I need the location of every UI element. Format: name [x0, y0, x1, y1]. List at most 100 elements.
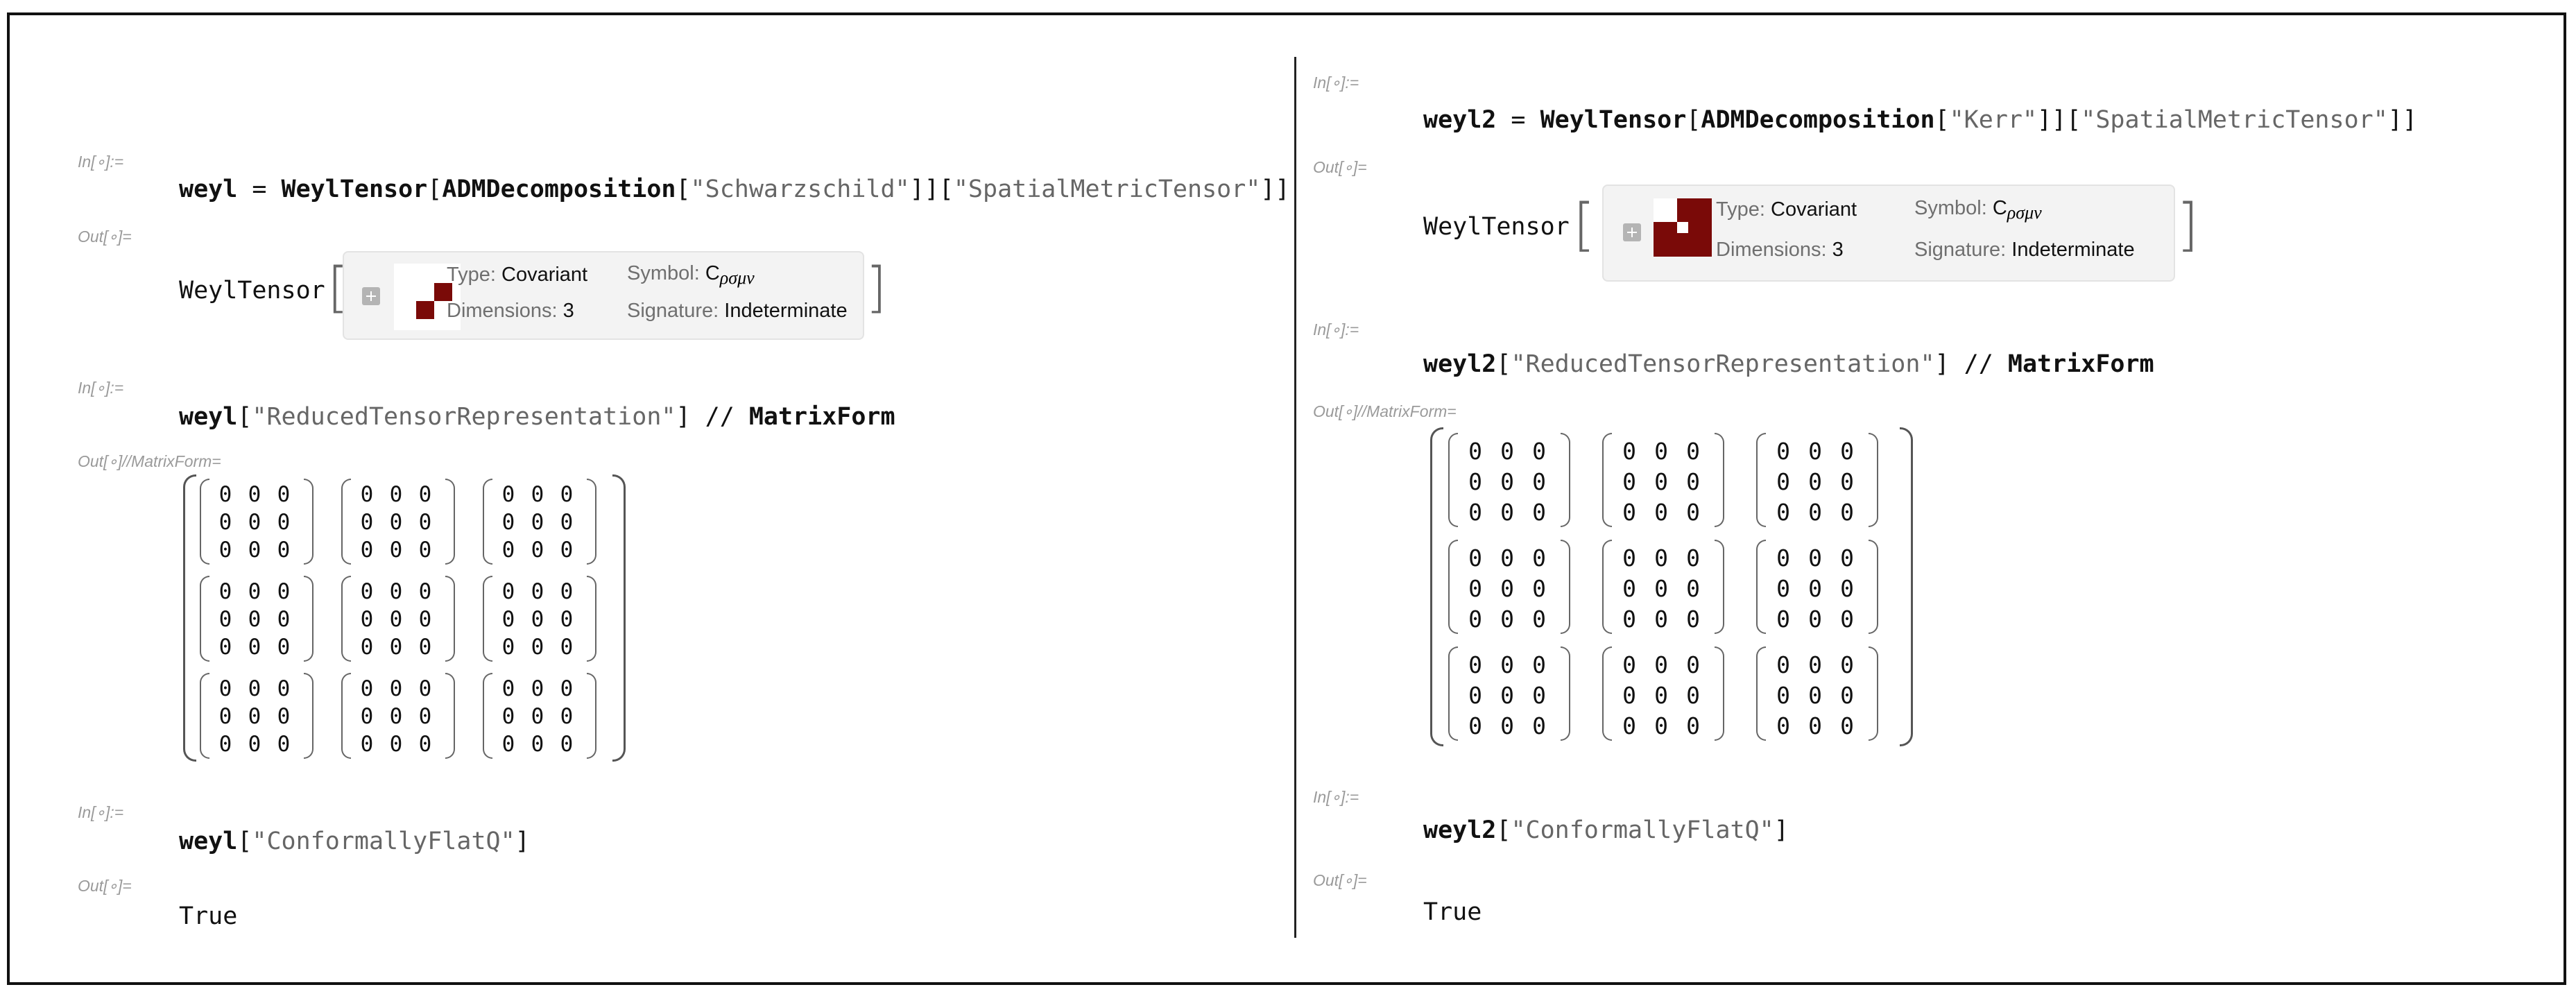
- signature-field: Signature: Indeterminate: [627, 300, 848, 322]
- output-true: True: [179, 902, 238, 930]
- matrix-cell: 0: [1468, 438, 1482, 465]
- matrix-cell: 0: [1500, 438, 1514, 465]
- matrix-cell: 0: [531, 635, 544, 660]
- matrix-cell: 0: [1622, 712, 1636, 739]
- outer-paren-right: [612, 474, 626, 762]
- matrix-cell: 0: [1808, 682, 1822, 709]
- matrix-cell: 0: [501, 510, 515, 535]
- matrix-cell: 0: [560, 732, 574, 757]
- matrix-cell: 0: [1686, 682, 1700, 709]
- matrix-cell: 0: [1840, 499, 1854, 526]
- matrix-cell: 0: [1622, 499, 1636, 526]
- close-bracket: ]: [2176, 192, 2199, 258]
- paren-right: [1715, 540, 1724, 634]
- matrix-cell: 0: [360, 732, 374, 757]
- matrix-cell: 0: [277, 579, 291, 604]
- matrix-cell: 0: [1776, 575, 1790, 602]
- tensor-summary-box[interactable]: Type: Covariant Dimensions: 3 Symbol: Cρ…: [1602, 185, 2175, 282]
- matrix-cell: 0: [389, 607, 403, 632]
- matrix-cell: 0: [1468, 499, 1482, 526]
- notebook-frame: [7, 12, 2566, 985]
- paren-right: [587, 576, 596, 662]
- matrix-cell: 0: [501, 607, 515, 632]
- in-label: In[∘]:=: [1313, 788, 1359, 806]
- matrix-cell: 0: [360, 510, 374, 535]
- matrix-cell: 0: [1776, 682, 1790, 709]
- matrix-cell: 0: [1532, 651, 1546, 678]
- matrix-cell: 0: [1468, 682, 1482, 709]
- matrix-cell: 0: [1654, 499, 1668, 526]
- matrix-cell: 0: [389, 676, 403, 701]
- matrix-cell: 0: [1654, 545, 1668, 572]
- input-cell-conformally-flat[interactable]: weyl2["ConformallyFlatQ"]: [1423, 816, 1789, 844]
- input-cell-conformally-flat[interactable]: weyl["ConformallyFlatQ"]: [179, 828, 530, 855]
- paren-right: [304, 673, 314, 759]
- input-cell-weyl-def[interactable]: weyl = WeylTensor[ADMDecomposition["Schw…: [179, 175, 1290, 203]
- paren-right: [1561, 540, 1570, 634]
- paren-left: [1448, 433, 1458, 527]
- matrix-cell: 0: [360, 704, 374, 729]
- matrix-cell: 0: [1654, 651, 1668, 678]
- matrix-cell: 0: [218, 676, 232, 701]
- matrix-cell: 0: [418, 732, 432, 757]
- matrix-cell: 0: [501, 676, 515, 701]
- input-cell-reduced-rep[interactable]: weyl["ReducedTensorRepresentation"] // M…: [179, 403, 895, 431]
- matrix-cell: 0: [418, 510, 432, 535]
- paren-left: [1448, 540, 1458, 634]
- paren-right: [445, 576, 455, 662]
- matrix-cell: 0: [418, 482, 432, 507]
- matrix-cell: 0: [389, 732, 403, 757]
- matrix-cell: 0: [218, 635, 232, 660]
- matrix-cell: 0: [418, 538, 432, 563]
- matrix-cell: 0: [218, 510, 232, 535]
- matrix-cell: 0: [1808, 651, 1822, 678]
- matrix-cell: 0: [1468, 545, 1482, 572]
- matrix-cell: 0: [218, 732, 232, 757]
- matrix-cell: 0: [560, 482, 574, 507]
- paren-right: [1561, 646, 1570, 741]
- paren-left: [200, 576, 209, 662]
- matrix-cell: 0: [501, 732, 515, 757]
- in-label: In[∘]:=: [1313, 320, 1359, 338]
- matrix-cell: 0: [1776, 468, 1790, 495]
- matrix-cell: 0: [1622, 682, 1636, 709]
- matrix-cell: 0: [248, 607, 261, 632]
- type-field: Type: Covariant: [447, 264, 588, 286]
- open-bracket: [: [1573, 192, 1595, 258]
- expand-icon[interactable]: [1623, 223, 1641, 241]
- matrix-cell: 0: [360, 607, 374, 632]
- column-divider: [1294, 57, 1296, 938]
- matrix-cell: 0: [1532, 468, 1546, 495]
- matrix-cell: 0: [1500, 712, 1514, 739]
- input-cell-weyl2-def[interactable]: weyl2 = WeylTensor[ADMDecomposition["Ker…: [1423, 106, 2417, 134]
- matrix-cell: 0: [1840, 438, 1854, 465]
- paren-right: [1869, 646, 1878, 741]
- paren-left: [1756, 433, 1766, 527]
- matrix-cell: 0: [1776, 712, 1790, 739]
- matrix-cell: 0: [1622, 606, 1636, 633]
- matrix-cell: 0: [277, 676, 291, 701]
- matrix-cell: 0: [501, 482, 515, 507]
- tensor-summary-box[interactable]: Type: Covariant Dimensions: 3 Symbol: Cρ…: [343, 251, 864, 340]
- out-matrixform-label: Out[∘]//MatrixForm=: [1313, 402, 1457, 420]
- expand-icon[interactable]: [362, 287, 380, 305]
- paren-right: [587, 673, 596, 759]
- matrix-cell: 0: [360, 538, 374, 563]
- matrix-cell: 0: [1654, 682, 1668, 709]
- matrix-cell: 0: [389, 482, 403, 507]
- matrix-cell: 0: [218, 538, 232, 563]
- matrix-cell: 0: [1808, 575, 1822, 602]
- dimensions-field: Dimensions: 3: [1716, 239, 1844, 261]
- matrix-cell: 0: [418, 579, 432, 604]
- matrix-cell: 0: [501, 704, 515, 729]
- in-label: In[∘]:=: [78, 379, 124, 397]
- paren-left: [1756, 540, 1766, 634]
- matrix-cell: 0: [1808, 468, 1822, 495]
- input-cell-reduced-rep[interactable]: weyl2["ReducedTensorRepresentation"] // …: [1423, 350, 2154, 378]
- matrix-cell: 0: [1532, 545, 1546, 572]
